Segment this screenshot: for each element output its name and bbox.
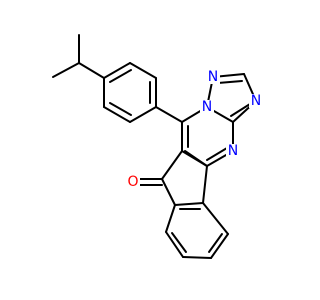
bond	[165, 204, 176, 233]
bond	[52, 62, 80, 78]
bond	[161, 178, 176, 206]
bond	[184, 150, 208, 167]
bond	[206, 147, 228, 161]
bond	[208, 233, 223, 253]
atom-labels: N N N N O	[126, 69, 263, 190]
label-bg	[206, 70, 220, 84]
label-bg	[226, 144, 240, 158]
bond	[210, 233, 229, 259]
bond	[129, 62, 157, 79]
bond	[171, 232, 187, 253]
atom-label-o: O	[127, 174, 138, 190]
bond	[182, 256, 212, 259]
label-bg	[126, 175, 140, 189]
bond	[109, 102, 132, 116]
atom-label-n4: N	[228, 143, 238, 159]
bond	[202, 165, 208, 204]
label-bg	[249, 94, 263, 108]
label-bg	[200, 100, 214, 114]
bond	[155, 106, 183, 123]
bond	[217, 80, 243, 84]
bond	[202, 202, 229, 235]
bond	[161, 150, 183, 180]
bond-lines	[52, 34, 257, 259]
bond	[174, 202, 204, 206]
bond	[103, 62, 131, 79]
bond	[109, 69, 132, 83]
bond	[129, 106, 157, 123]
bond	[165, 231, 184, 258]
chemical-structure: N N N N O	[52, 34, 263, 259]
bond	[103, 106, 131, 123]
atom-label-n1: N	[202, 99, 212, 115]
bond	[78, 62, 105, 79]
atom-label-n3: N	[251, 93, 261, 109]
bond	[230, 103, 251, 117]
atom-label-n2: N	[208, 69, 218, 85]
